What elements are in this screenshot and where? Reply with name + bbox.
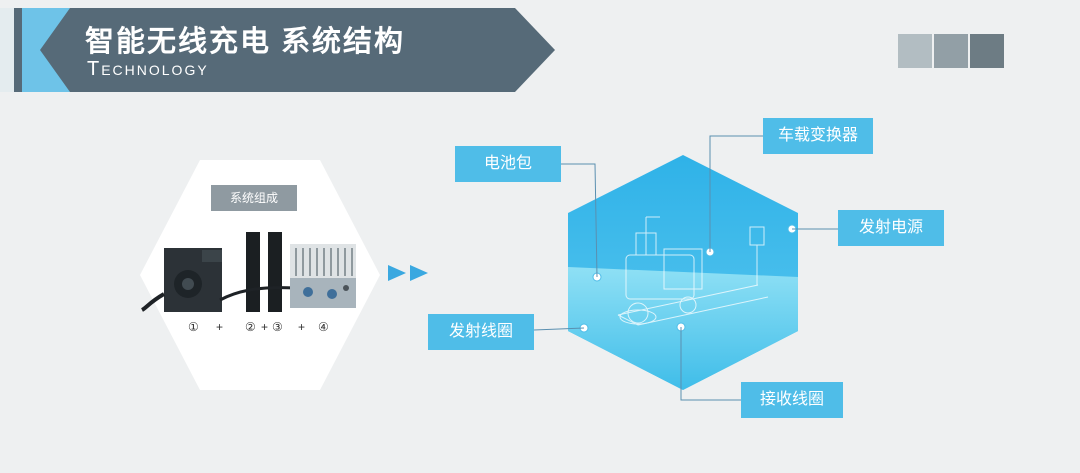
callout-battery-pack: 电池包 — [455, 146, 561, 182]
header-banner — [0, 8, 555, 92]
system-hexagon — [568, 155, 798, 390]
component-plus-3: + — [298, 320, 306, 334]
callout-transmit-power: 发射电源 — [838, 210, 944, 246]
component-label-1: ① — [188, 320, 199, 334]
callout-onboard-converter: 车载变换器 — [763, 118, 873, 154]
component-label-3: ③ — [272, 320, 283, 334]
decor-square-2 — [934, 34, 968, 68]
decor-square-1 — [898, 34, 932, 68]
logo-k-icon — [0, 8, 70, 92]
page-subtitle: Technology — [87, 58, 209, 80]
double-arrow-icon — [388, 265, 428, 281]
callout-transmit-coil: 发射线圈 — [428, 314, 534, 350]
components-tag: 系统组成 — [211, 185, 297, 211]
decor-square-3 — [970, 34, 1004, 68]
page-title: 智能无线充电 系统结构 — [85, 26, 406, 58]
component-plus-1: + — [216, 320, 224, 334]
components-illustration — [140, 232, 356, 312]
component-label-2: ② — [245, 320, 256, 334]
component-plus-2: + — [261, 320, 269, 334]
callout-receive-coil: 接收线圈 — [741, 382, 843, 418]
component-label-4: ④ — [318, 320, 329, 334]
